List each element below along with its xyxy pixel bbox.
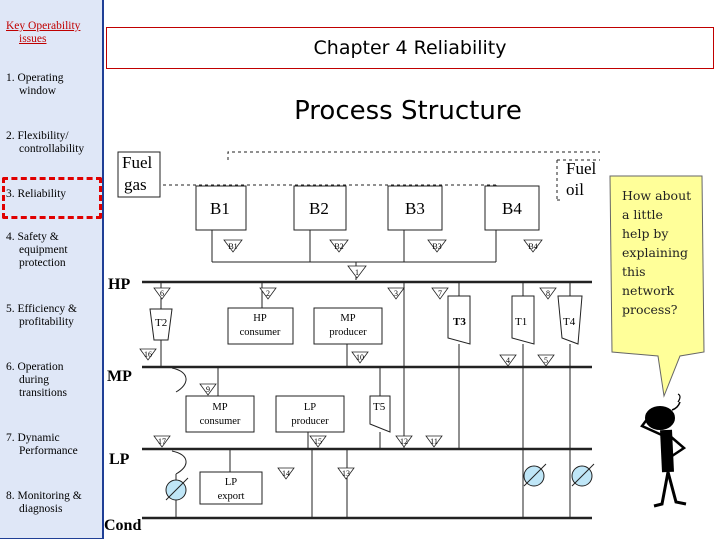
- valve-label: 3: [394, 289, 398, 298]
- boiler-label: B1: [210, 199, 230, 218]
- valve-label: B2: [334, 242, 343, 251]
- lp-header-label: LP: [109, 451, 130, 468]
- boiler-b2: [293, 185, 347, 231]
- sidebar-item-label: transitions: [19, 387, 67, 399]
- sidebar-item-flexibility[interactable]: 2. Flexibility/ controllability: [6, 130, 84, 156]
- valve-label: 6: [160, 289, 164, 298]
- valve-label: 15: [314, 437, 322, 446]
- sidebar-heading-line2: issues: [19, 33, 47, 45]
- boiler-label: B4: [502, 199, 522, 218]
- sidebar-item-label: protection: [19, 257, 66, 269]
- sidebar-item-label: 6. Operation: [6, 361, 64, 373]
- sidebar-item-label: 5. Efficiency &: [6, 303, 77, 315]
- sidebar-item-reliability[interactable]: 3. Reliability: [6, 188, 66, 201]
- sidebar-item-efficiency[interactable]: 5. Efficiency & profitability: [6, 303, 77, 329]
- cond-header-label: Cond: [104, 517, 141, 534]
- bubble-line: explaining: [622, 245, 688, 260]
- bubble-line: help by: [622, 226, 669, 241]
- sidebar-item-label: 4. Safety &: [6, 231, 59, 243]
- sidebar-item-label: 8. Monitoring &: [6, 490, 82, 502]
- valve-label: B4: [528, 242, 537, 251]
- hp-consumer-label: consumer: [240, 327, 281, 338]
- valve-label: 10: [356, 353, 364, 362]
- sidebar: Key Operability issues 1. Operating wind…: [0, 0, 104, 539]
- turbine-label: T1: [515, 316, 527, 328]
- sidebar-item-label: controllability: [19, 143, 85, 155]
- valve-label: 7: [438, 289, 442, 298]
- valve-label: B3: [432, 242, 441, 251]
- lp-export-label: export: [218, 491, 245, 502]
- sidebar-item-dynamic[interactable]: 7. Dynamic Performance: [6, 432, 78, 458]
- steam-network-diagram: Fuel gas Fuel oil B1 B2 B3 B4 B1 B2 B3 B…: [104, 151, 600, 534]
- boiler-b1: [195, 185, 247, 231]
- sidebar-item-safety[interactable]: 4. Safety & equipment protection: [6, 231, 68, 270]
- lp-producer-label: producer: [291, 416, 329, 427]
- sidebar-item-label: 3. Reliability: [6, 188, 67, 200]
- slide-title: Chapter 4 Reliability: [313, 37, 507, 59]
- slide-subtitle: Process Structure: [294, 96, 522, 126]
- valve-label: 9: [206, 385, 210, 394]
- sidebar-item-transitions[interactable]: 6. Operation during transitions: [6, 361, 67, 400]
- boiler-label: B2: [309, 199, 329, 218]
- boiler-b4: [484, 185, 540, 231]
- sidebar-item-label: profitability: [19, 316, 74, 328]
- lp-export-label: LP: [225, 477, 237, 488]
- sidebar-item-monitoring[interactable]: 8. Monitoring & diagnosis: [6, 490, 82, 516]
- mp-consumer-label: consumer: [200, 416, 241, 427]
- mp-consumer-label: MP: [212, 402, 227, 413]
- valve-label: 16: [144, 350, 152, 359]
- speech-bubble-text: How about a little help by explaining th…: [622, 186, 698, 319]
- boiler-label: B3: [405, 199, 425, 218]
- sidebar-heading[interactable]: Key Operability issues: [6, 20, 80, 46]
- mp-producer-label: producer: [329, 327, 367, 338]
- fuel-gas-label: gas: [124, 175, 147, 194]
- bubble-line: this: [622, 264, 646, 279]
- sidebar-heading-line1: Key Operability: [6, 20, 81, 32]
- valve-label: 14: [282, 469, 290, 478]
- valve-label: 4: [506, 356, 510, 365]
- turbine-label: T5: [373, 401, 386, 413]
- fuel-oil-label: Fuel: [566, 159, 597, 178]
- valve-label: 17: [158, 437, 166, 446]
- selected-item-highlight: [2, 177, 102, 219]
- bubble-line: network: [622, 283, 675, 298]
- fuel-oil-label: oil: [566, 180, 584, 199]
- sidebar-item-label: Performance: [19, 445, 78, 457]
- valve-label: 12: [400, 437, 408, 446]
- bubble-line: How about: [622, 188, 692, 203]
- valve-label: 5: [544, 356, 548, 365]
- lp-producer-label: LP: [304, 402, 316, 413]
- mp-header-label: MP: [107, 368, 132, 385]
- speech-bubble: [609, 175, 705, 398]
- valve-label: 11: [430, 437, 438, 446]
- turbine-label: T2: [155, 317, 167, 329]
- sidebar-item-label: 7. Dynamic: [6, 432, 60, 444]
- valve-label: 8: [546, 289, 550, 298]
- turbine-label: T3: [453, 316, 466, 328]
- sidebar-item-label: 1. Operating: [6, 72, 64, 84]
- valve-label: 13: [342, 469, 350, 478]
- boiler-b3: [387, 185, 443, 231]
- sidebar-item-label: equipment: [19, 244, 68, 256]
- turbine-label: T4: [563, 316, 576, 328]
- valve-label: 1: [355, 268, 359, 277]
- sidebar-item-label: window: [19, 85, 57, 97]
- bubble-line: a little: [622, 207, 663, 222]
- hp-consumer-label: HP: [253, 313, 267, 324]
- sidebar-item-label: 2. Flexibility/: [6, 130, 69, 142]
- valve-label: B1: [228, 242, 237, 251]
- mp-producer-label: MP: [340, 313, 355, 324]
- fuel-gas-label: Fuel: [122, 153, 153, 172]
- sidebar-item-operating-window[interactable]: 1. Operating window: [6, 72, 63, 98]
- thinking-stick-figure-icon: [640, 393, 687, 508]
- valve-label: 2: [266, 289, 270, 298]
- sidebar-item-label: during: [19, 374, 50, 386]
- hp-header-label: HP: [108, 276, 130, 293]
- sidebar-item-label: diagnosis: [19, 503, 63, 515]
- slide-title-box: Chapter 4 Reliability: [106, 27, 714, 69]
- bubble-line: process?: [622, 302, 678, 317]
